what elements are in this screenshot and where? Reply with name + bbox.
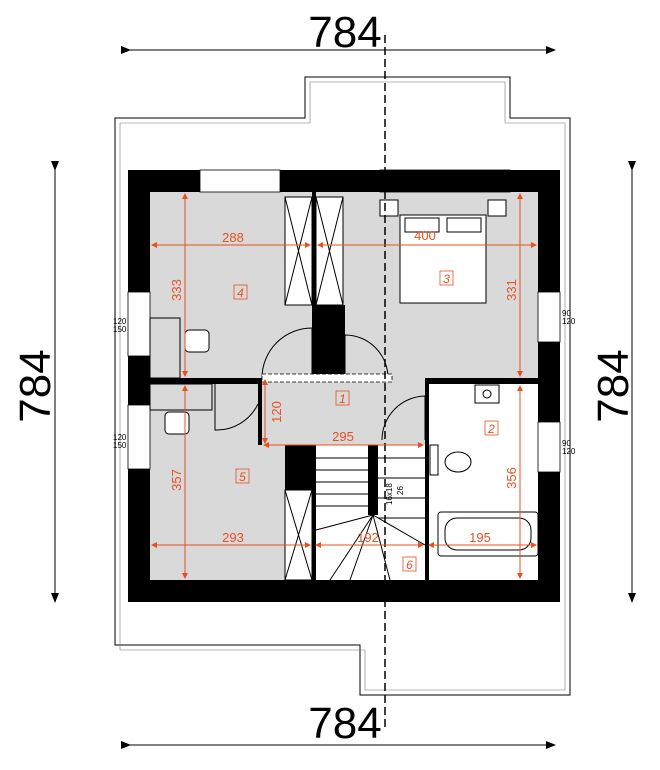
svg-text:90: 90: [562, 309, 571, 318]
svg-text:295: 295: [332, 429, 354, 444]
svg-text:357: 357: [169, 469, 184, 491]
room-number-3: 3: [443, 272, 450, 286]
room-number-6: 6: [406, 558, 413, 572]
dimension-bottom-label: 784: [308, 699, 381, 748]
svg-text:120: 120: [562, 447, 576, 456]
stairs-steps-label: 16x18: [385, 483, 394, 505]
doors: [214, 327, 426, 441]
room-number-1: 1: [339, 392, 346, 406]
stairs-tread-label: 26: [396, 486, 405, 495]
svg-text:120: 120: [113, 433, 127, 442]
bed: [379, 199, 507, 304]
room-number-5: 5: [239, 470, 246, 484]
svg-text:293: 293: [222, 530, 244, 545]
dimension-left-label: 784: [11, 349, 60, 422]
room-number-2: 2: [487, 422, 495, 436]
dimension-right: 784: [589, 161, 638, 603]
dimension-top-label: 784: [308, 8, 381, 57]
room-dimension-labels: 288 400 333 331 120 295 357 356 293 192 …: [169, 228, 519, 545]
svg-text:120: 120: [269, 401, 284, 423]
svg-text:288: 288: [222, 230, 244, 245]
dimension-left: 784: [11, 161, 60, 603]
svg-text:400: 400: [414, 228, 436, 243]
svg-text:333: 333: [169, 279, 184, 301]
room-dimension-lines: [151, 193, 537, 579]
svg-text:90: 90: [562, 439, 571, 448]
dimension-right-label: 784: [589, 349, 638, 422]
roof-outline: [114, 76, 571, 696]
svg-text:331: 331: [504, 279, 519, 301]
interior-walls: [150, 192, 538, 580]
svg-text:356: 356: [504, 467, 519, 489]
room-number-4: 4: [237, 286, 244, 300]
svg-text:120: 120: [562, 317, 576, 326]
svg-text:150: 150: [113, 325, 127, 334]
svg-text:120: 120: [113, 317, 127, 326]
room-numbers: [233, 270, 499, 572]
dimension-top: 784: [121, 8, 556, 57]
svg-text:192: 192: [357, 530, 379, 545]
windows: [127, 169, 561, 473]
svg-text:150: 150: [113, 441, 127, 450]
svg-text:195: 195: [469, 530, 491, 545]
dimension-bottom: 784: [121, 699, 556, 749]
wardrobes: [284, 196, 344, 581]
